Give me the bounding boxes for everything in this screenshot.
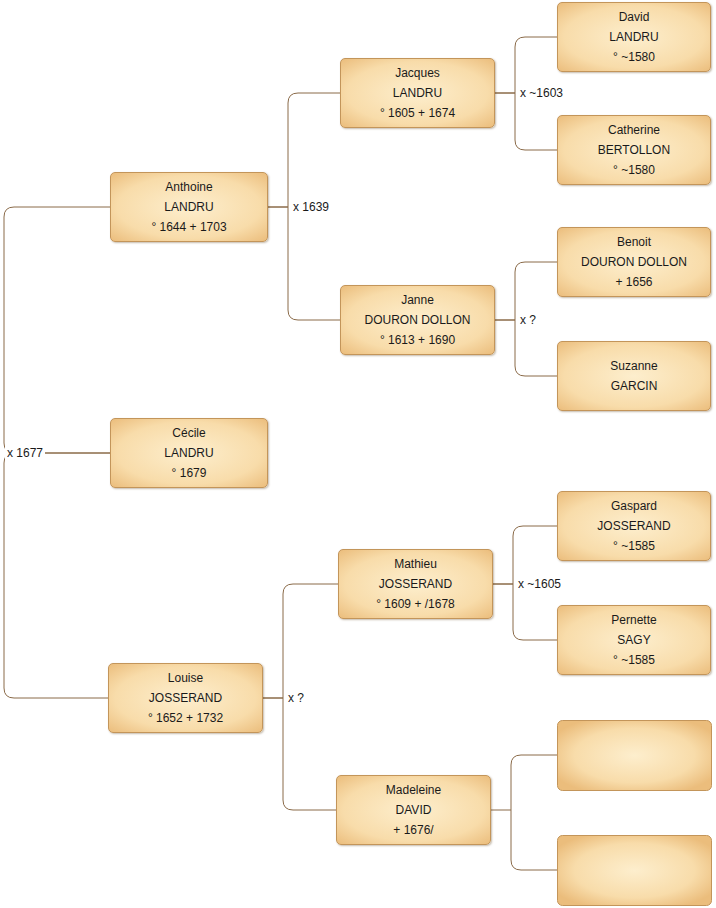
person-box: JanneDOURON DOLLON° 1613 + 1690	[340, 285, 495, 355]
person-text: Anthoine	[165, 177, 212, 197]
person-box: CécileLANDRU° 1679	[110, 418, 268, 488]
tree-line	[491, 755, 557, 870]
person-text: Cécile	[172, 423, 205, 443]
person-text: GARCIN	[611, 376, 658, 396]
marriage-label: x 1677	[5, 446, 45, 460]
tree-connector	[495, 37, 557, 93]
marriage-label: x 1639	[291, 200, 331, 214]
person-box: MadeleineDAVID+ 1676/	[336, 775, 491, 845]
person-text: Janne	[401, 290, 434, 310]
tree-connector	[268, 207, 340, 320]
marriage-label: x ?	[286, 691, 306, 705]
person-box: PernetteSAGY° ~1585	[557, 605, 711, 675]
person-box: JacquesLANDRU° 1605 + 1674	[340, 58, 495, 128]
person-text: JOSSERAND	[149, 688, 222, 708]
person-box: MathieuJOSSERAND° 1609 + /1678	[338, 549, 493, 619]
person-text: Gaspard	[611, 496, 657, 516]
marriage-label: x ~1605	[516, 577, 563, 591]
person-text: JOSSERAND	[379, 574, 452, 594]
tree-connector	[495, 93, 557, 150]
person-text: + 1676/	[393, 820, 433, 840]
person-text: DOURON DOLLON	[364, 310, 470, 330]
person-box: BenoitDOURON DOLLON+ 1656	[557, 227, 711, 297]
person-box: LouiseJOSSERAND° 1652 + 1732	[108, 663, 263, 733]
person-text: JOSSERAND	[597, 516, 670, 536]
empty-box	[558, 721, 712, 791]
tree-connector	[495, 262, 557, 320]
person-text: ° ~1580	[613, 160, 655, 180]
person-box: GaspardJOSSERAND° ~1585	[557, 491, 711, 561]
person-text: Benoit	[617, 232, 651, 252]
person-text: David	[619, 7, 650, 27]
empty-box	[558, 836, 712, 906]
tree-connector	[495, 320, 557, 376]
tree-connector	[493, 584, 557, 640]
tree-connector	[4, 453, 110, 698]
person-text: Catherine	[608, 120, 660, 140]
tree-connector	[263, 584, 338, 698]
person-text: ° 1644 + 1703	[151, 217, 226, 237]
marriage-label: x ~1603	[518, 86, 565, 100]
marriage-label: x ?	[518, 313, 538, 327]
person-text: ° 1609 + /1678	[376, 594, 455, 614]
person-text: DAVID	[396, 800, 432, 820]
person-text: Jacques	[395, 63, 440, 83]
person-text: ° 1652 + 1732	[148, 708, 223, 728]
person-text: ° ~1580	[613, 47, 655, 67]
person-text: + 1656	[615, 272, 652, 292]
person-text: ° ~1585	[613, 536, 655, 556]
person-text: ° 1613 + 1690	[380, 330, 455, 350]
person-text: LANDRU	[164, 197, 213, 217]
person-text: ° 1605 + 1674	[380, 103, 455, 123]
person-text: BERTOLLON	[598, 140, 670, 160]
person-box: CatherineBERTOLLON° ~1580	[557, 115, 711, 185]
person-text: Louise	[168, 668, 203, 688]
person-box: SuzanneGARCIN	[557, 341, 711, 411]
person-text: ° ~1585	[613, 650, 655, 670]
person-box: AnthoineLANDRU° 1644 + 1703	[110, 172, 268, 242]
tree-connector	[4, 207, 110, 453]
person-text: DOURON DOLLON	[581, 252, 687, 272]
person-text: ° 1679	[172, 463, 207, 483]
person-text: Pernette	[611, 610, 656, 630]
person-text: Mathieu	[394, 554, 437, 574]
person-text: Suzanne	[610, 356, 657, 376]
tree-connector	[493, 526, 557, 584]
person-text: Madeleine	[386, 780, 441, 800]
tree-connector	[268, 93, 340, 207]
person-text: SAGY	[617, 630, 650, 650]
person-text: LANDRU	[164, 443, 213, 463]
tree-connector	[263, 698, 336, 810]
person-text: LANDRU	[393, 83, 442, 103]
person-text: LANDRU	[609, 27, 658, 47]
person-box: DavidLANDRU° ~1580	[557, 2, 711, 72]
